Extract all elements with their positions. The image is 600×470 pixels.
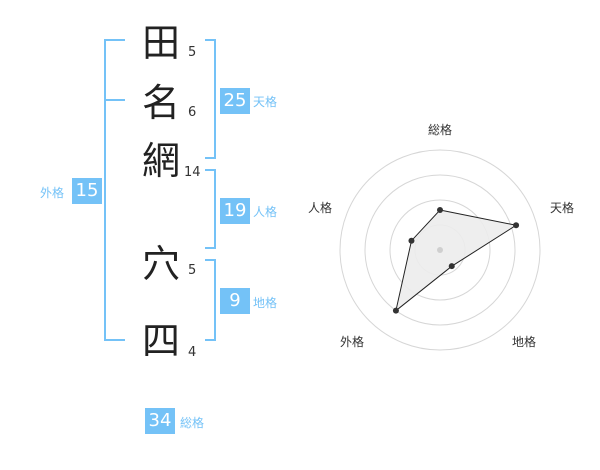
soukaku-value-badge: 34 — [145, 408, 175, 434]
radar-ring-4 — [339, 149, 541, 351]
kanji-3: 網 — [142, 139, 181, 183]
chikaku-bracket — [205, 259, 216, 341]
radar-label-jinkaku: 人格 — [308, 201, 333, 215]
gaikaku-value-badge: 15 — [72, 178, 102, 204]
radar-point-1 — [513, 222, 520, 229]
radar-points — [392, 207, 520, 314]
kanji-1: 田 — [142, 21, 181, 65]
kanji-5: 四 — [142, 319, 181, 363]
stroke-count-3: 14 — [184, 165, 201, 180]
kanji-2: 名 — [142, 81, 181, 125]
radar-rings — [339, 149, 541, 351]
jinkaku-value-badge: 19 — [220, 198, 250, 224]
radar-point-2 — [448, 263, 455, 270]
radar-label-tenkaku: 天格 — [550, 201, 575, 215]
stroke-count-1: 5 — [188, 45, 197, 60]
chikaku-value-badge: 9 — [220, 288, 250, 314]
radar-point-3 — [392, 307, 399, 314]
tenkaku-bracket — [205, 39, 216, 159]
radar-ring-3 — [364, 174, 516, 326]
radar-label-chikaku: 地格 — [512, 335, 537, 349]
radar-label-soukaku: 総格 — [428, 123, 453, 137]
radar-point-4 — [408, 237, 415, 244]
stroke-count-2: 6 — [188, 105, 197, 120]
stroke-count-4: 5 — [188, 263, 197, 278]
radar-point-0 — [437, 207, 443, 213]
radar-ring-2 — [389, 199, 491, 301]
tenkaku-value-badge: 25 — [220, 88, 250, 114]
kanji-4: 穴 — [142, 242, 181, 286]
radar-label-gaikaku: 外格 — [340, 335, 365, 349]
chikaku-label: 地格 — [253, 296, 278, 310]
gaikaku-bracket — [104, 39, 125, 341]
radar-area — [395, 209, 518, 312]
jinkaku-label: 人格 — [253, 205, 278, 219]
soukaku-label: 総格 — [180, 416, 205, 430]
tenkaku-label: 天格 — [253, 95, 278, 109]
gaikaku-label: 外格 — [40, 186, 65, 200]
stroke-count-5: 4 — [188, 345, 197, 360]
jinkaku-bracket — [205, 169, 216, 249]
radar-center-dot — [437, 247, 443, 253]
